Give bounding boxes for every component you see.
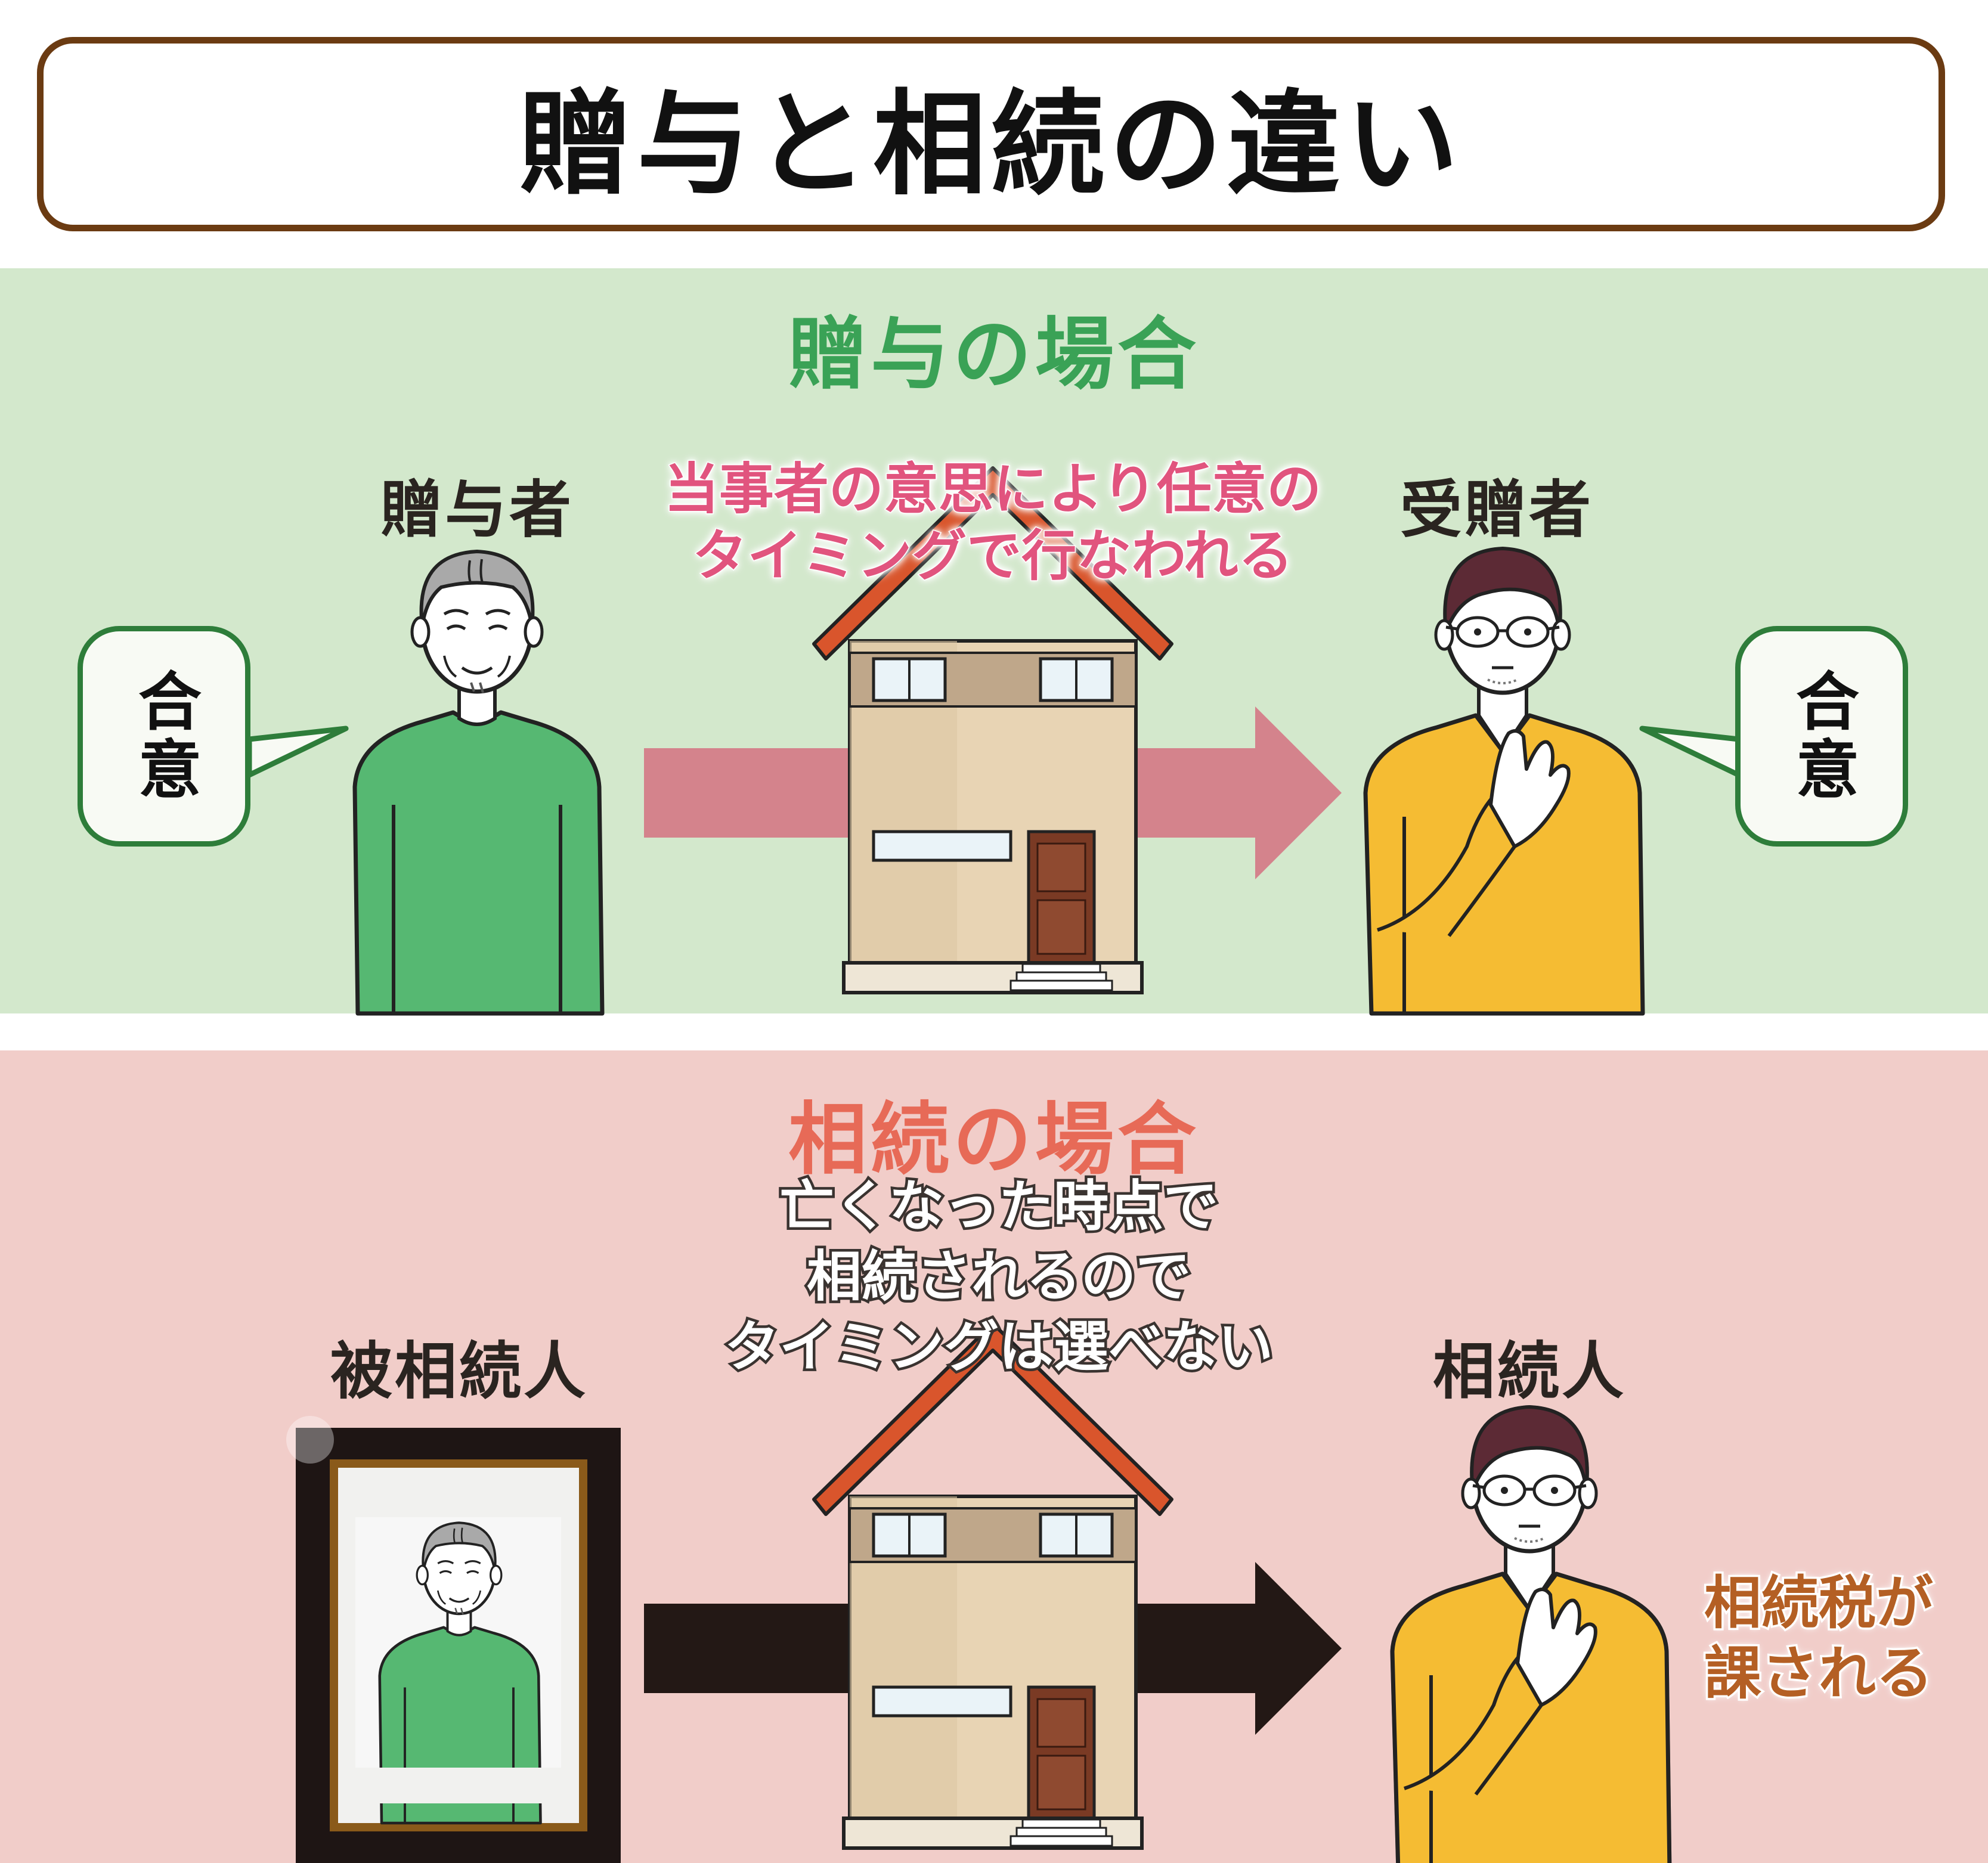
decedent-label: 被相続人 [330, 1335, 588, 1408]
consent-text-right: 合意 [1785, 668, 1859, 804]
page-title: 贈与と相続の違い [518, 78, 1463, 210]
bubble-tail-left [246, 726, 349, 778]
gift-caption-line-2: タイミングで行なわれる [692, 523, 1294, 589]
heir-label: 相続人 [1432, 1335, 1626, 1408]
inheritance-caption: 亡くなった時点で 相続されるので タイミングは選べない [626, 1171, 1371, 1382]
giver-label: 贈与者 [380, 473, 574, 546]
tax-caption: 相続税が 課される [1664, 1568, 1974, 1709]
consent-bubble-right: 合意 [1735, 626, 1908, 847]
inheritance-caption-line-1: 亡くなった時点で [776, 1172, 1221, 1241]
inheritance-caption-line-3: タイミングは選べない [721, 1313, 1275, 1382]
inheritance-caption-line-2: 相続されるので [804, 1242, 1193, 1312]
receiver-label: 受贈者 [1399, 473, 1593, 546]
gift-caption-line-1: 当事者の意思により任意の [663, 457, 1322, 522]
gift-caption: 当事者の意思により任意の タイミングで行なわれる [620, 456, 1365, 590]
receiver-figure [1365, 548, 1643, 1013]
tax-caption-line-1: 相続税が [1702, 1568, 1936, 1639]
heir-figure [1392, 1407, 1670, 1863]
consent-bubble-left: 合意 [78, 626, 250, 847]
inheritance-section-title: 相続の場合 [788, 1094, 1200, 1186]
tax-caption-line-2: 課される [1702, 1638, 1936, 1709]
giver-figure [355, 551, 602, 1013]
memorial-portrait [286, 1416, 621, 1863]
title-box: 贈与と相続の違い [37, 37, 1945, 231]
gift-section-title: 贈与の場合 [788, 309, 1200, 401]
consent-text-left: 合意 [128, 668, 201, 804]
bubble-tail-right [1639, 726, 1742, 778]
inheritance-house-icon [814, 1323, 1172, 1848]
